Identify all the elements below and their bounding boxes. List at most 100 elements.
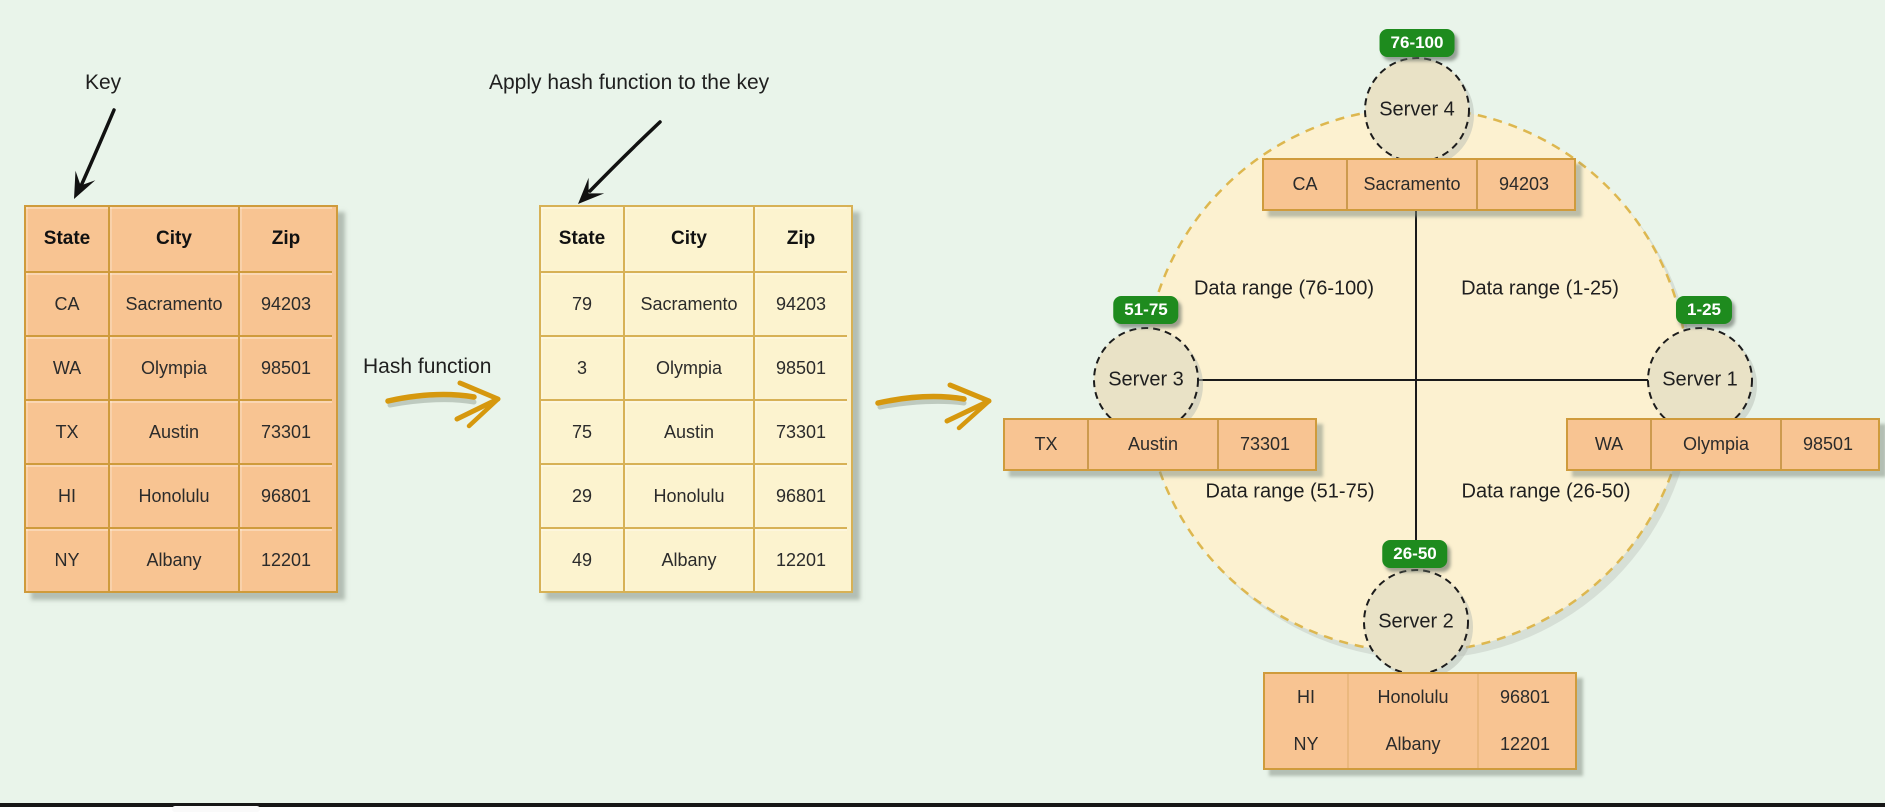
column-header: City: [623, 207, 753, 271]
table-cell: 98501: [1780, 420, 1874, 469]
table-cell: 29: [541, 463, 623, 527]
column-header: State: [26, 207, 108, 271]
key-annotation: Key: [85, 71, 122, 94]
ring-row-server4: CA Sacramento 94203: [1262, 158, 1576, 211]
hash-function-arrow: [385, 380, 501, 429]
range-badge-server2: 26-50: [1382, 540, 1448, 568]
table-cell: 12201: [238, 527, 332, 591]
server-node-circles: [1093, 57, 1757, 679]
bottom-divider: [0, 803, 1885, 807]
table-cell: Albany: [108, 527, 238, 591]
quadrant-label-top-left: Data range (76-100): [1193, 277, 1375, 300]
range-badge-server4: 76-100: [1379, 29, 1455, 57]
hashed-table: State City Zip 79 Sacramento 94203 3 Oly…: [539, 205, 853, 593]
table-row: 75 Austin 73301: [541, 399, 851, 463]
server1-label: Server 1: [1662, 368, 1738, 391]
server4-label: Server 4: [1379, 98, 1455, 121]
table-cell: TX: [26, 399, 108, 463]
table-cell: 75: [541, 399, 623, 463]
table-cell: 96801: [238, 463, 332, 527]
table-cell: Honolulu: [623, 463, 753, 527]
table-cell: TX: [1034, 434, 1058, 454]
to-ring-arrow: [875, 382, 992, 431]
table-cell: 96801: [1477, 674, 1571, 721]
server4-circle: [1364, 57, 1470, 163]
table-cell: Austin: [1087, 420, 1217, 469]
bottom-page-edge: [0, 807, 1885, 812]
server2-circle: [1363, 569, 1469, 675]
table-cell: Austin: [623, 399, 753, 463]
server3-label: Server 3: [1108, 368, 1184, 391]
column-header: Zip: [753, 207, 847, 271]
table-cell: WA: [1594, 434, 1624, 454]
table-cell: 73301: [238, 399, 332, 463]
bottom-edge-notch: [172, 806, 260, 812]
apply-hash-annotation: Apply hash function to the key: [489, 71, 770, 94]
column-header: State: [541, 207, 623, 271]
table-cell: 96801: [753, 463, 847, 527]
table-cell: HI: [1297, 687, 1315, 707]
table-cell: NY: [1293, 734, 1319, 754]
table-cell: CA: [1292, 174, 1318, 194]
hashed-table-header-row: State City Zip: [541, 207, 851, 271]
column-header: Zip: [238, 207, 332, 271]
table-row: TX Austin 73301: [26, 399, 336, 463]
table-cell: Honolulu: [1347, 674, 1477, 721]
table-row: NY Albany 12201: [1265, 721, 1575, 768]
server2-label: Server 2: [1378, 610, 1454, 633]
ring-row-server1: WA Olympia 98501: [1566, 418, 1880, 471]
table-row: 29 Honolulu 96801: [541, 463, 851, 527]
table-cell: Olympia: [108, 335, 238, 399]
table-cell: Sacramento: [623, 271, 753, 335]
table-cell: Austin: [108, 399, 238, 463]
table-cell: Honolulu: [108, 463, 238, 527]
table-row: NY Albany 12201: [26, 527, 336, 591]
table-row: HI Honolulu 96801: [26, 463, 336, 527]
table-row: 49 Albany 12201: [541, 527, 851, 591]
table-cell: Albany: [1347, 721, 1477, 768]
table-cell: Albany: [623, 527, 753, 591]
table-cell: 94203: [1476, 160, 1570, 209]
quadrant-label-top-right: Data range (1-25): [1461, 277, 1619, 300]
table-cell: 94203: [238, 271, 332, 335]
key-table: State City Zip CA Sacramento 94203 WA Ol…: [24, 205, 338, 593]
table-cell: CA: [26, 271, 108, 335]
quadrant-divider-lines: [1198, 206, 1650, 541]
table-row: WA Olympia 98501: [26, 335, 336, 399]
quadrant-label-bottom-right: Data range (26-50): [1461, 480, 1631, 503]
hash-function-label: Hash function: [363, 355, 492, 378]
table-cell: Sacramento: [1346, 160, 1476, 209]
server1-circle: [1647, 327, 1753, 433]
range-badge-server3: 51-75: [1113, 296, 1179, 324]
range-badge-server1: 1-25: [1675, 296, 1733, 324]
table-cell: 12201: [753, 527, 847, 591]
table-row: CA Sacramento 94203: [26, 271, 336, 335]
table-cell: 49: [541, 527, 623, 591]
table-cell: 3: [541, 335, 623, 399]
table-cell: Sacramento: [108, 271, 238, 335]
table-cell: 98501: [753, 335, 847, 399]
table-cell: 73301: [1217, 420, 1311, 469]
column-header: City: [108, 207, 238, 271]
table-cell: 73301: [753, 399, 847, 463]
table-row: 3 Olympia 98501: [541, 335, 851, 399]
table-cell: NY: [26, 527, 108, 591]
table-row: HI Honolulu 96801: [1265, 674, 1575, 721]
table-cell: Olympia: [623, 335, 753, 399]
table-cell: 79: [541, 271, 623, 335]
table-cell: Olympia: [1650, 420, 1780, 469]
ring-rows-server2: HI Honolulu 96801 NY Albany 12201: [1263, 672, 1577, 770]
key-arrow: [74, 108, 116, 199]
table-row: 79 Sacramento 94203: [541, 271, 851, 335]
table-cell: 12201: [1477, 721, 1571, 768]
table-cell: 98501: [238, 335, 332, 399]
quadrant-label-bottom-left: Data range (51-75): [1205, 480, 1375, 503]
table-cell: 94203: [753, 271, 847, 335]
server3-circle: [1093, 327, 1199, 433]
apply-hash-arrow: [578, 120, 662, 204]
ring-row-server3: TX Austin 73301: [1003, 418, 1317, 471]
key-table-header-row: State City Zip: [26, 207, 336, 271]
table-cell: WA: [26, 335, 108, 399]
